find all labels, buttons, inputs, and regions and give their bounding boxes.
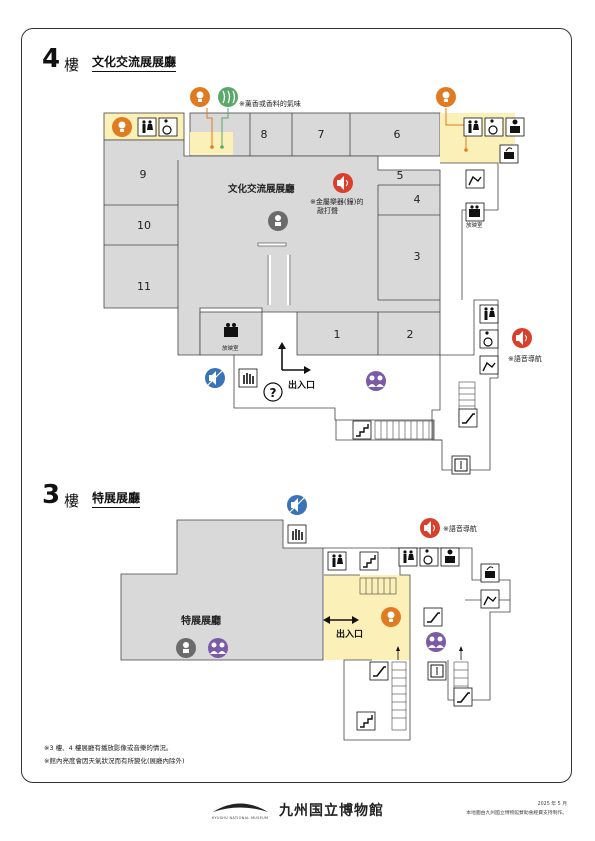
restroom-icon: [398, 547, 418, 567]
elevator-icon: [465, 169, 485, 189]
touch-icon: [287, 524, 307, 544]
floor3-entrance-label: 出入口: [336, 630, 364, 640]
floor4-hall-label: 文化交流展展廳: [228, 184, 295, 195]
room-2-label: 2: [406, 328, 414, 341]
restroom-icon: [327, 551, 347, 571]
projection-room-label-2: 放映室: [466, 223, 483, 229]
special-hall: [120, 519, 324, 661]
sound-icon: [420, 518, 440, 538]
room-6-label: 6: [393, 128, 401, 141]
crowd-icon: [208, 638, 228, 658]
escalator-icon: [453, 687, 473, 707]
room-7-label: 7: [317, 128, 325, 141]
stairs-icon: [359, 551, 379, 571]
light-icon: [436, 87, 456, 107]
crowd-icon: [366, 371, 386, 391]
footer-note-1: ※3 樓、4 樓展廳有播放影像或音樂的情況。: [44, 744, 173, 752]
escalator-icon: [458, 408, 478, 428]
accessible-icon: [158, 117, 178, 137]
footer-credit: 本地圖由九州國立博物館賛助會經費支持制作。: [466, 811, 567, 816]
nursing-icon: [505, 117, 525, 137]
projector-icon: [465, 202, 485, 222]
floor4-number: 4: [42, 44, 61, 74]
elevator-icon: [427, 661, 447, 681]
accessible-icon: [484, 117, 504, 137]
main-hall: [103, 139, 441, 356]
room-3-label: 3: [413, 250, 421, 263]
floor3-hall-label: 特展展廳: [181, 616, 221, 627]
no-sound-icon: [205, 368, 225, 388]
floor4-title: 文化交流展展廳: [92, 53, 177, 72]
museum-name: 九州国立博物館: [279, 803, 384, 819]
escalator-icon: [423, 607, 443, 627]
footer-date: 2025 年 5 月: [537, 802, 567, 807]
light-icon: [112, 117, 132, 137]
nursing-icon: [440, 547, 460, 567]
elevator-icon: [451, 455, 471, 475]
room-11-label: 11: [137, 280, 151, 293]
stairs-icon: [352, 420, 372, 440]
floor4-entrance-label: 出入口: [288, 381, 316, 391]
no-sound-icon: [287, 495, 307, 515]
elevator-icon: [480, 589, 500, 609]
fountain-icon: [480, 563, 500, 583]
floor4-word: 樓: [64, 56, 80, 74]
light-icon: [381, 607, 401, 627]
quiet-icon: [268, 211, 288, 231]
svg-text:?: ?: [270, 386, 277, 400]
room-8-label: 8: [260, 128, 268, 141]
restroom-icon: [463, 117, 483, 137]
sound-icon: [333, 173, 353, 193]
room-1-label: 1: [333, 328, 341, 341]
floor3-word: 樓: [64, 492, 80, 510]
restroom-icon: [479, 304, 499, 324]
scent-icon: [218, 87, 238, 107]
room-9-label: 9: [139, 168, 147, 181]
escalator-icon: [369, 661, 389, 681]
accessible-icon: [479, 329, 499, 349]
projector-icon: [224, 323, 238, 337]
note-incense: ※薰香或香料的氣味: [239, 100, 301, 108]
footer-note-2: ※館內亮度會因天氣狀況而有所變化(展廳內除外): [44, 757, 185, 765]
museum-logo-mark: [213, 803, 268, 812]
projection-room-label: 放映室: [222, 346, 239, 352]
sound-icon: [512, 328, 532, 348]
room-10-label: 10: [137, 219, 151, 232]
room-4-label: 4: [413, 193, 421, 206]
note-metal-2: 敲打聲: [317, 207, 338, 215]
stairs-icon: [356, 711, 376, 731]
quiet-icon: [176, 638, 196, 658]
floor3-title: 特展展廳: [92, 489, 141, 508]
help-icon: ?: [263, 382, 283, 402]
note-audio-guide-3f: ※語音導航: [443, 525, 477, 533]
restroom-icon: [137, 117, 157, 137]
note-metal-1: ※金屬樂器(鐘)的: [310, 198, 364, 206]
fountain-icon: [499, 144, 519, 164]
museum-subname: KYUSHU NATIONAL MUSEUM: [212, 816, 269, 820]
touch-icon: [238, 368, 258, 388]
note-audio-guide-4f: ※語音導航: [508, 355, 542, 363]
crowd-icon: [426, 632, 446, 652]
light-icon: [190, 87, 210, 107]
accessible-icon: [419, 547, 439, 567]
elevator-icon: [479, 355, 499, 375]
floor3-number: 3: [42, 480, 61, 510]
room-5-label: 5: [396, 169, 404, 182]
map-frame: [21, 28, 572, 783]
floor4-plan: [103, 112, 515, 471]
